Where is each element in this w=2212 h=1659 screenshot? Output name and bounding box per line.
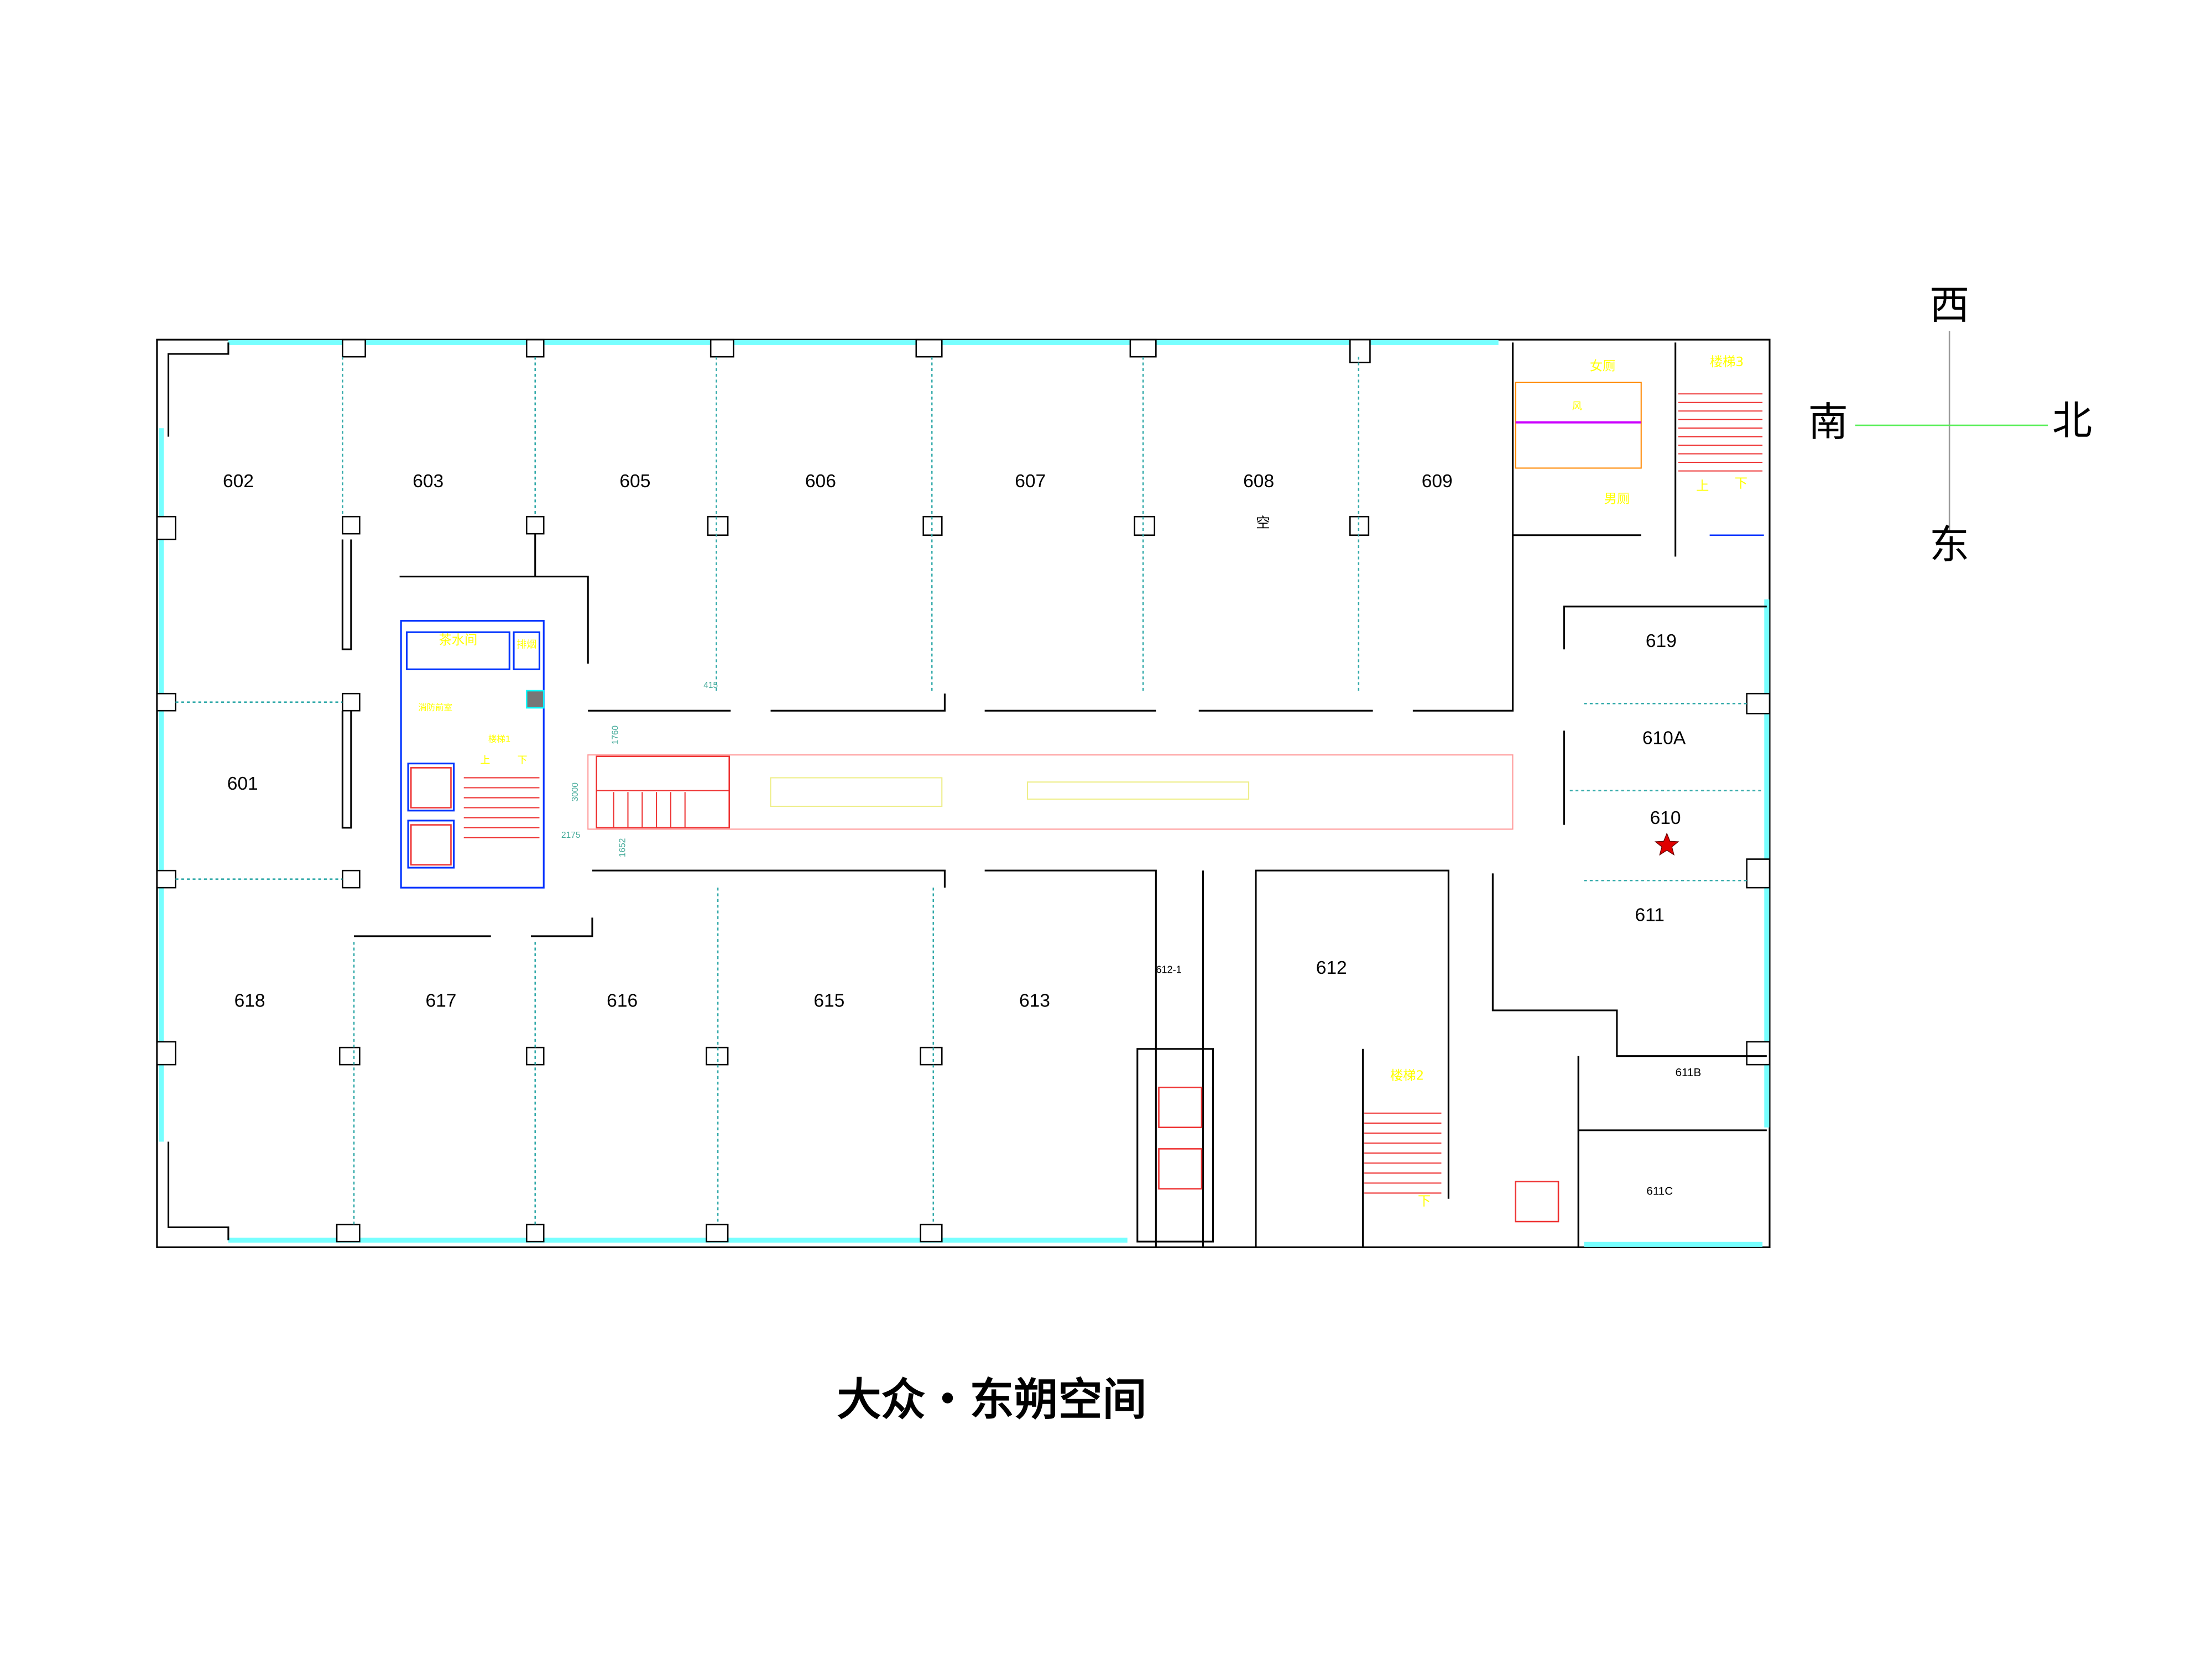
stair-1-label: 楼梯1 <box>488 734 511 744</box>
stair-2-down: 下 <box>1418 1193 1431 1208</box>
room-610A[interactable]: 610A <box>1642 728 1686 749</box>
stair-1-up: 上 <box>480 754 490 766</box>
location-star-icon <box>1654 832 1679 856</box>
mens-toilet-label: 男厕 <box>1604 492 1630 507</box>
dimension-label: 1760 <box>611 726 620 744</box>
room-601[interactable]: 601 <box>227 774 258 794</box>
stair-3-down: 下 <box>1735 476 1747 491</box>
columns <box>156 338 1771 1243</box>
room-612-1[interactable]: 612-1 <box>1156 964 1181 975</box>
room-619[interactable]: 619 <box>1646 631 1677 651</box>
room-615[interactable]: 615 <box>813 990 844 1011</box>
room-608-vacant: 空 <box>1256 515 1270 531</box>
room-611C[interactable]: 611C <box>1646 1185 1673 1197</box>
room-613[interactable]: 613 <box>1019 990 1050 1011</box>
room-labels: 602 603 605 606 607 608 空 609 601 619 61… <box>223 471 1701 1197</box>
stair-2-core: 楼梯2 下 <box>1158 1068 1559 1223</box>
partitions <box>175 342 1767 1248</box>
tea-room-label: 茶水间 <box>439 633 478 648</box>
room-606[interactable]: 606 <box>805 471 836 492</box>
room-611[interactable]: 611 <box>1635 905 1664 926</box>
central-corridor <box>587 754 1514 830</box>
room-616[interactable]: 616 <box>607 990 638 1011</box>
compass-north: 北 <box>2052 398 2092 444</box>
room-605[interactable]: 605 <box>619 471 650 492</box>
room-607[interactable]: 607 <box>1015 471 1046 492</box>
smoke-exhaust-label: 排烟 <box>517 639 536 650</box>
fire-lobby-label: 消防前室 <box>418 703 452 713</box>
vent-label: 风 <box>1572 400 1582 412</box>
dimension-label: 1652 <box>618 838 627 857</box>
dimension-label: 3000 <box>571 782 580 801</box>
room-610[interactable]: 610 <box>1650 808 1681 828</box>
womens-toilet-label: 女厕 <box>1590 359 1615 374</box>
stair-3-up: 上 <box>1696 479 1709 494</box>
room-612[interactable]: 612 <box>1316 958 1347 978</box>
core-stair-1: 茶水间 排烟 消防前室 楼梯1 上 下 <box>400 620 545 889</box>
room-608[interactable]: 608 <box>1243 471 1274 492</box>
plan-title: 大众・东朔空间 <box>837 1374 1147 1426</box>
dimensions: 1760 3000 2175 1652 415 <box>561 681 718 857</box>
dimension-label: 415 <box>703 681 718 690</box>
room-602[interactable]: 602 <box>223 471 254 492</box>
stair-1-down: 下 <box>517 754 527 766</box>
stair-3-label: 楼梯3 <box>1710 354 1744 369</box>
room-617[interactable]: 617 <box>425 990 456 1011</box>
toilets-stair-3: 女厕 男厕 风 楼梯3 上 下 <box>1515 354 1764 536</box>
room-609[interactable]: 609 <box>1422 471 1453 492</box>
room-611B[interactable]: 611B <box>1676 1066 1702 1079</box>
room-618[interactable]: 618 <box>234 990 265 1011</box>
room-603[interactable]: 603 <box>413 471 444 492</box>
compass-west: 西 <box>1929 282 1969 328</box>
compass-south: 南 <box>1808 399 1848 446</box>
compass: 西 南 北 东 <box>1808 282 2093 568</box>
compass-east: 东 <box>1929 522 1969 568</box>
building-outline <box>156 338 1771 1249</box>
dimension-label: 2175 <box>561 831 580 840</box>
stair-2-label: 楼梯2 <box>1390 1068 1424 1083</box>
